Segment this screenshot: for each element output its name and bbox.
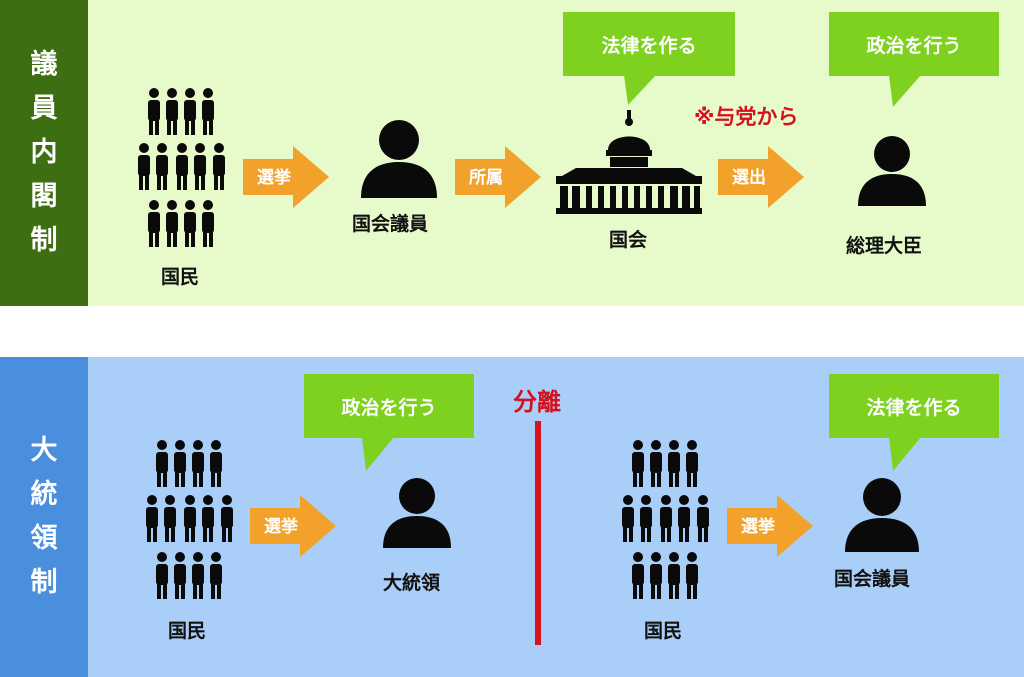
- pm-bubble-tail: [889, 75, 921, 107]
- parliamentary-title: 議 員 内 閣 制: [0, 0, 88, 306]
- prime-minister-avatar-icon: [858, 136, 926, 206]
- crowd-icon: [138, 88, 225, 247]
- separation-label: 分離: [513, 388, 561, 416]
- bottom-arrow-election-left-label: 選挙: [264, 517, 298, 537]
- president-avatar-icon: [383, 478, 451, 548]
- presidential-title: 大 統 領 制: [0, 357, 88, 677]
- diet-building-icon: [556, 110, 702, 214]
- president-label: 大統領: [383, 572, 441, 594]
- bottom-arrow-election-left: [250, 495, 336, 557]
- top-arrow-selection: [718, 146, 804, 208]
- top-arrow-election-label: 選挙: [257, 168, 291, 188]
- diet-member-avatar-icon: [361, 120, 437, 198]
- bottom-member-label: 国会議員: [834, 568, 911, 590]
- diet-bubble-tail: [624, 75, 656, 105]
- separation-line: [535, 421, 541, 645]
- top-arrow-affiliation-label: 所属: [469, 168, 503, 188]
- top-people-label: 国民: [161, 266, 200, 288]
- bottom-people-label-right: 国民: [644, 620, 683, 642]
- pm-speech-bubble: 政治を行う: [829, 12, 999, 76]
- member-speech-bubble: 法律を作る: [829, 374, 999, 438]
- diet-speech-bubble: 法律を作る: [563, 12, 735, 76]
- president-bubble-tail: [362, 437, 394, 471]
- member-bubble-tail: [889, 437, 921, 471]
- top-diet-label: 国会: [609, 229, 648, 251]
- top-arrow-selection-label: 選出: [732, 168, 766, 188]
- top-arrow-affiliation: [455, 146, 541, 208]
- top-arrow-election: [243, 146, 329, 208]
- ruling-party-note: ※与党から: [694, 105, 799, 129]
- president-speech-bubble: 政治を行う: [304, 374, 474, 438]
- diet-member-avatar-icon: [845, 478, 919, 552]
- bottom-arrow-election-right-label: 選挙: [741, 517, 775, 537]
- bottom-people-label-left: 国民: [168, 620, 207, 642]
- top-member-label: 国会議員: [352, 213, 429, 235]
- crowd-icon: [146, 440, 233, 599]
- bottom-arrow-election-right: [727, 495, 813, 557]
- prime-minister-label: 総理大臣: [846, 235, 923, 257]
- crowd-icon: [622, 440, 709, 599]
